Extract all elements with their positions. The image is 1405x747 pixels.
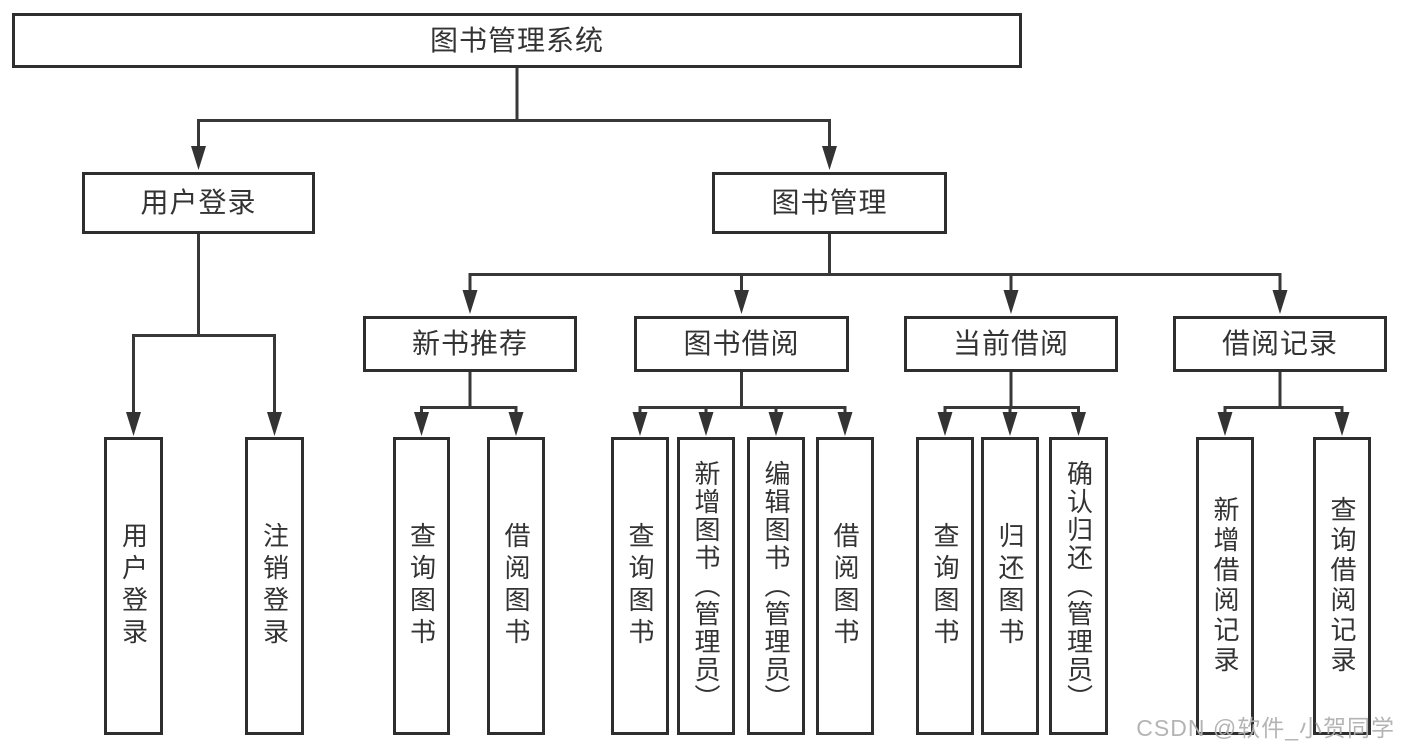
leaf-edit-book-admin: 编辑图书（管理员） [747,437,805,735]
leaf-add-borrow-record: 新增借阅记录 [1196,437,1254,735]
leaf-return-book-label: 归还图书 [995,522,1025,650]
leaf-query-books-borrow: 查询图书 [611,437,669,735]
node-user-login: 用户登录 [82,172,315,234]
leaf-confirm-return-admin: 确认归还（管理员） [1049,437,1108,735]
leaf-logout-label: 注销登录 [259,522,290,650]
node-user-login-label: 用户登录 [140,187,257,218]
node-root: 图书管理系统 [12,13,1022,68]
node-current-borrow-label: 当前借阅 [952,328,1069,359]
leaf-user-login-label: 用户登录 [118,522,149,650]
node-book-management-label: 图书管理 [771,187,888,218]
leaf-query-books-current: 查询图书 [916,437,974,735]
connector-bookmgmt-bracket [468,273,1282,291]
node-borrow-records-label: 借阅记录 [1221,328,1338,359]
leaf-add-borrow-record-label: 新增借阅记录 [1210,496,1240,676]
node-book-borrow-label: 图书借阅 [683,328,800,359]
node-book-borrow: 图书借阅 [634,316,849,372]
leaf-add-book-admin-label: 新增图书（管理员） [691,460,721,712]
node-new-book-recommend: 新书推荐 [363,316,577,372]
node-borrow-records: 借阅记录 [1173,316,1387,372]
connector-borrow-bracket [638,406,847,413]
leaf-query-books-current-label: 查询图书 [930,522,960,650]
leaf-borrow-books-recommend-label: 借阅图书 [501,522,531,650]
leaf-edit-book-admin-label: 编辑图书（管理员） [761,460,791,712]
leaf-query-books-recommend: 查询图书 [393,437,450,735]
csdn-watermark: CSDN @软件_小贺同学 [1136,715,1395,741]
leaf-user-login: 用户登录 [104,437,163,735]
leaf-add-book-admin: 新增图书（管理员） [677,437,735,735]
connector-userlogin-bracket [132,334,276,413]
leaf-query-borrow-record: 查询借阅记录 [1313,437,1371,735]
connector-records-bracket [1223,406,1344,413]
leaf-query-borrow-record-label: 查询借阅记录 [1327,496,1357,676]
leaf-borrow-books: 借阅图书 [816,437,874,735]
node-new-book-recommend-label: 新书推荐 [411,328,528,359]
node-current-borrow: 当前借阅 [904,316,1118,372]
leaf-confirm-return-admin-label: 确认归还（管理员） [1063,460,1094,712]
node-book-management: 图书管理 [712,172,947,234]
leaf-logout: 注销登录 [245,437,304,735]
leaf-query-books-recommend-label: 查询图书 [406,522,437,650]
arrowheads [126,146,1350,436]
connector-current-bracket [943,406,1080,413]
leaf-borrow-books-label: 借阅图书 [830,522,860,650]
leaf-return-book: 归还图书 [981,437,1039,735]
leaf-query-books-borrow-label: 查询图书 [625,522,655,650]
connector-recommend-bracket [420,406,518,413]
node-root-label: 图书管理系统 [429,24,604,56]
leaf-borrow-books-recommend: 借阅图书 [487,437,545,735]
connector-root-bracket [197,119,831,147]
